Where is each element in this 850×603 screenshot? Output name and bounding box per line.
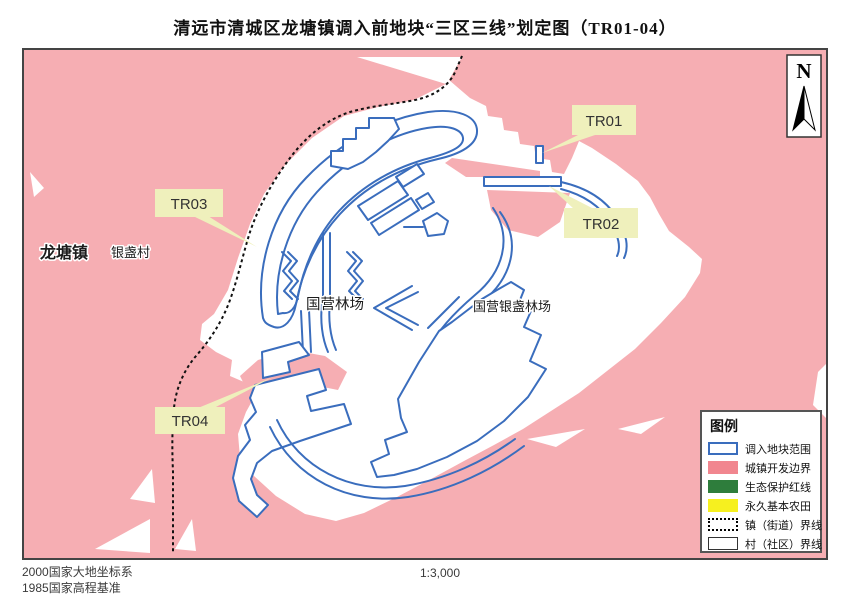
north-needle-right [803, 85, 816, 132]
plot-boundary-path [352, 251, 364, 300]
label-yinzhan-farm: 国营银盏林场 [473, 299, 551, 314]
legend-item-village-boundary: 村（社区）界线 [708, 534, 822, 553]
white-sliver [813, 362, 828, 420]
plot-outline-swatch [708, 442, 738, 455]
white-sliver [527, 429, 585, 447]
plot-boundary-path [373, 285, 413, 331]
callout-pointer [542, 134, 598, 153]
village-area-polygons [30, 57, 828, 553]
plot-boundary-path [320, 299, 337, 353]
plot-boundary-path [357, 180, 409, 221]
legend-item-town-boundary: 镇（街道）界线 [708, 515, 822, 534]
white-sliver [130, 469, 155, 503]
legend-title: 图例 [710, 420, 738, 435]
white-sliver [95, 519, 150, 553]
plot-boundary-path [346, 251, 358, 300]
plot-boundary-path [370, 197, 420, 236]
label-town: 龙塘镇 [39, 243, 88, 262]
plot-boundary-path [330, 117, 400, 170]
callout-pointer [198, 377, 273, 408]
urban-boundary-swatch [708, 461, 738, 474]
legend-item-farmland: 永久基本农田 [708, 496, 814, 515]
datum-line2: 1985国家高程基准 [22, 581, 121, 595]
plot-boundary-path [260, 110, 479, 329]
callout-label: TR04 [172, 413, 209, 430]
north-label: N [796, 59, 811, 83]
plot-boundary-path [370, 281, 547, 478]
town-boundary-swatch [708, 518, 738, 531]
map-canvas: TR01 TR02 TR03 TR04 龙塘镇 银盏村 国营林场 国营银盏林场 … [22, 48, 828, 560]
plot-boundary-path [322, 232, 331, 301]
pink-patch [445, 158, 540, 177]
datum-info: 2000国家大地坐标系 1985国家高程基准 [22, 564, 133, 596]
callout-box [155, 407, 225, 434]
white-sliver [30, 172, 44, 197]
callout-label: TR02 [583, 216, 620, 233]
plot-boundary-path [422, 212, 449, 237]
callout-label: TR03 [171, 196, 208, 213]
callout-label: TR01 [586, 113, 623, 130]
callout-tr03: TR03 [155, 189, 257, 247]
legend-label: 生态保护红线 [745, 481, 811, 494]
plot-tr01 [535, 145, 544, 164]
map-title: 清远市清城区龙塘镇调入前地块“三区三线”划定图（TR01-04） [173, 19, 677, 38]
callout-tr01: TR01 [542, 105, 636, 153]
callout-box [572, 105, 636, 135]
callout-tr04: TR04 [155, 377, 273, 434]
callout-tr02: TR02 [549, 186, 638, 238]
map-frame [22, 48, 828, 560]
plot-boundaries [232, 110, 628, 518]
callout-box [155, 189, 223, 217]
map-scale: 1:3,000 [419, 566, 461, 580]
farmland-swatch [708, 499, 738, 512]
plot-boundary-path [415, 192, 435, 210]
legend-label: 镇（街道）界线 [745, 519, 822, 532]
north-arrow: N [786, 54, 822, 138]
central-white-area [200, 57, 702, 521]
town-boundary-line [171, 55, 463, 553]
legend-item-plot: 调入地块范围 [708, 439, 814, 458]
legend-label: 永久基本农田 [745, 500, 811, 513]
white-sliver [175, 519, 196, 551]
plot-boundary-path [395, 163, 425, 188]
datum-line1: 2000国家大地坐标系 [22, 565, 133, 579]
village-boundary-swatch [708, 537, 738, 550]
legend-item-eco: 生态保护红线 [708, 477, 814, 496]
legend: 图例 调入地块范围 城镇开发边界 生态保护红线 永久基本农田 镇（街道）界线 村… [700, 410, 822, 553]
place-labels: 龙塘镇 银盏村 国营林场 国营银盏林场 [38, 242, 553, 316]
plot-boundary-path [281, 251, 293, 300]
legend-label: 村（社区）界线 [745, 538, 822, 551]
legend-label: 城镇开发边界 [745, 462, 811, 475]
callout-box [564, 208, 638, 238]
plot-boundary-path [269, 426, 525, 500]
white-sliver [618, 417, 665, 434]
callout-pointer [549, 186, 594, 209]
label-state-farm: 国营林场 [306, 296, 364, 313]
legend-label: 调入地块范围 [745, 443, 811, 456]
label-village: 银盏村 [111, 245, 150, 260]
north-arrow-box [786, 54, 822, 138]
legend-item-urban: 城镇开发边界 [708, 458, 814, 477]
eco-redline-swatch [708, 480, 738, 493]
plot-boundary-path [385, 291, 419, 326]
plot-boundary-path [427, 296, 460, 329]
plot-boundary-path [276, 419, 516, 489]
plot-tr04-area [261, 341, 310, 379]
callout-pointer [193, 216, 257, 247]
plot-tr02 [483, 176, 562, 187]
plot-boundary-path [287, 251, 299, 300]
plot-boundary-path [276, 125, 464, 315]
